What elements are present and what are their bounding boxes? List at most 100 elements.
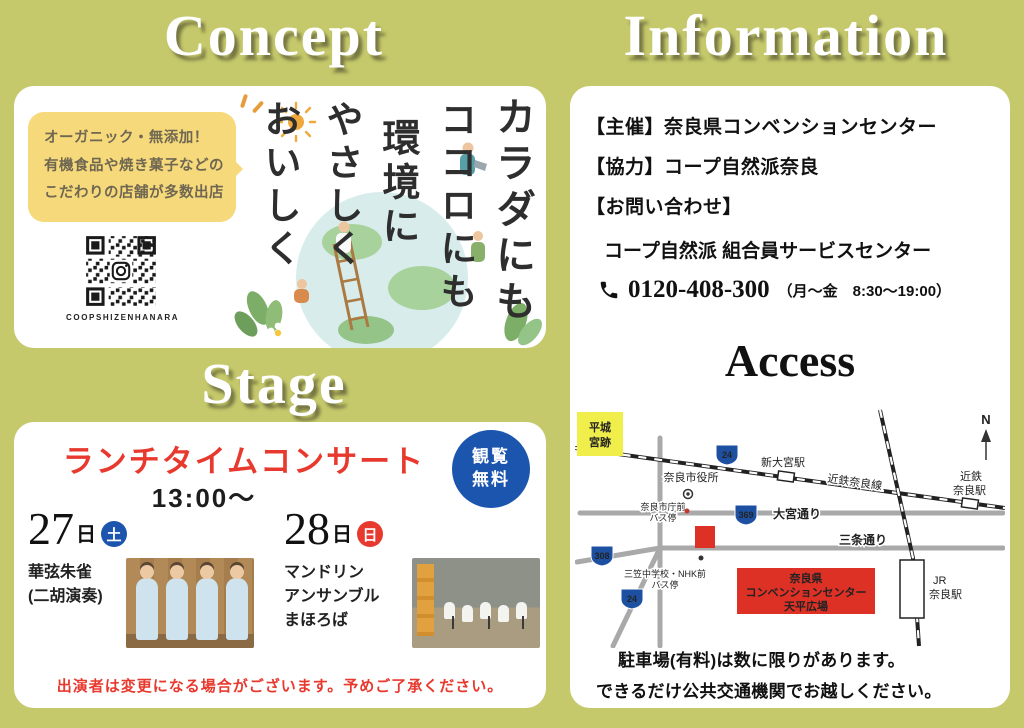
day-unit: 日 (332, 524, 352, 546)
concept-vertical-text-4: やさしく (321, 100, 362, 272)
jr-nara-label: 奈良駅 (929, 587, 962, 601)
stage-card: ランチタイムコンサート 13:00～ 観覧 無料 27 日 土 華弦朱雀 (二胡… (14, 422, 546, 708)
phone-hours: （月～金 8:30～19:00） (777, 282, 952, 300)
concept-vertical-text-2: ココロにも (435, 100, 476, 315)
contact-name: コープ自然派 組合員サービスセンター (604, 241, 932, 262)
svg-text:369: 369 (738, 510, 753, 520)
organizer-label: 【主催】 (586, 117, 665, 138)
svg-text:308: 308 (594, 551, 609, 561)
performer-figure (226, 565, 248, 640)
event-day-28: 28 日 日 マンドリン アンサンブル まほろば (284, 506, 383, 633)
event-day-27: 27 日 土 華弦朱雀 (二胡演奏) (28, 506, 127, 609)
person-kneeling (294, 279, 309, 303)
shin-omiya-station-marker (776, 470, 796, 483)
sanjo-dori-label: 三条通り (839, 532, 887, 547)
earth (296, 192, 468, 348)
roads (575, 435, 1005, 648)
access-heading: Access (724, 335, 856, 386)
qr-code (82, 232, 160, 310)
venue-name-box (737, 568, 875, 614)
bus-stop-2-marker (698, 555, 704, 561)
player-figure (480, 602, 491, 619)
performer-line: まほろば (284, 612, 349, 629)
date-row: 28 日 日 (284, 506, 383, 552)
city-hall-label: 奈良市役所 (664, 470, 719, 484)
concept-vertical-text-3: 環境に (376, 118, 418, 250)
player-figure (516, 602, 527, 619)
player-figure (462, 605, 473, 622)
performer-figure (196, 565, 218, 640)
free-badge-line: 観覧 (472, 447, 510, 467)
performer-line: (二胡演奏) (28, 588, 103, 605)
jr-nara-label: JR (933, 575, 947, 587)
weekday-badge-sunday: 日 (357, 521, 383, 547)
stage-banner (417, 564, 434, 636)
performer-figure (166, 565, 188, 640)
person-on-ladder (336, 221, 351, 253)
parking-notice-line1: 駐車場(有料)は数に限りがあります。 (618, 651, 906, 670)
route-badge-308: 308 (590, 545, 614, 567)
heijo-label: 平城 (589, 420, 611, 434)
performer-photo-28 (412, 558, 540, 648)
contact-label: 【お問い合わせ】 (586, 197, 743, 218)
qr-account-label: COOPSHIZENHANARA (66, 313, 180, 322)
qr-block: COOPSHIZENHANARA (66, 232, 180, 322)
contact-row: 【お問い合わせ】 (586, 192, 742, 219)
bubble-line: 有機食品や焼き菓子などの (44, 157, 224, 174)
music-stand (488, 616, 490, 629)
kintetsu-nara-label: 近鉄 (960, 469, 982, 483)
qr-finder-patterns (86, 236, 156, 306)
heijo-palace-box (577, 412, 623, 456)
music-stand (452, 616, 454, 629)
omiya-dori-label: 大宮通り (773, 506, 821, 521)
free-badge-line: 無料 (472, 470, 510, 489)
bus-stop-2-label: 三笠中学校・NHK前 (624, 568, 706, 579)
music-stand (522, 616, 524, 629)
bus-stop-1-label: バス停 (649, 512, 676, 523)
svg-text:N: N (981, 412, 990, 427)
organizer-value: 奈良県コンベンションセンター (664, 117, 938, 138)
performer-name: 華弦朱雀 (二胡演奏) (28, 561, 127, 609)
person-reaching (471, 231, 485, 262)
heijo-label: 宮跡 (589, 435, 611, 449)
performer-figure (136, 565, 158, 640)
compass-north-icon: N (981, 412, 991, 460)
instagram-icon (109, 259, 133, 283)
flower-icon (267, 322, 289, 343)
earth-illustration (234, 101, 542, 348)
person-watering (460, 142, 487, 175)
concept-card: オーガニック・無添加！ 有機食品や焼き菓子などの こだわりの店舗が多数出店 (14, 86, 546, 348)
information-heading: Information (623, 3, 949, 68)
stage-heading: Stage (201, 351, 347, 416)
performer-name: マンドリン アンサンブル まほろば (284, 561, 383, 633)
phone-row: 0120-408-300 （月～金 8:30～19:00） (598, 276, 951, 304)
player-figure (498, 605, 509, 622)
organizer-row: 【主催】奈良県コンベンションセンター (586, 112, 937, 139)
kintetsu-line-label: 近鉄奈良線 (827, 471, 883, 493)
route-badge-24-north: 24 (715, 444, 739, 466)
stage-change-notice: 出演者は変更になる場合がございます。予めご了承ください。 (56, 678, 504, 695)
support-row: 【協力】コープ自然派奈良 (586, 152, 819, 179)
information-card: 【主催】奈良県コンベンションセンター 【協力】コープ自然派奈良 【お問い合わせ】… (570, 86, 1010, 708)
bus-stop-2-label: バス停 (651, 579, 678, 590)
ladder (332, 240, 370, 331)
concept-vertical-text-1: カラダにも (490, 96, 534, 326)
day-number: 27 (28, 503, 74, 554)
venue-name-line: 奈良県 (789, 571, 823, 585)
day-number: 28 (284, 503, 330, 554)
speech-bubble: オーガニック・無添加！ 有機食品や焼き菓子などの こだわりの店舗が多数出店 (28, 112, 243, 222)
weekday-badge-saturday: 土 (101, 521, 127, 547)
bus-stop-1-marker (684, 508, 690, 514)
route-badge-24-south: 24 (620, 588, 644, 610)
kintetsu-nara-station-marker (960, 497, 980, 510)
support-label: 【協力】 (586, 157, 665, 178)
venue-name-line: 天平広場 (784, 599, 828, 613)
venue-name-line: コンベンションセンター (746, 586, 867, 599)
date-row: 27 日 土 (28, 506, 127, 552)
performer-line: マンドリン (284, 564, 365, 581)
route-badge-369: 369 (734, 504, 758, 526)
player-figure (444, 602, 455, 619)
sun-icon (275, 101, 317, 143)
venue-location-marker (695, 526, 715, 548)
bus-stop-1-label: 奈良市庁前 (640, 501, 685, 512)
